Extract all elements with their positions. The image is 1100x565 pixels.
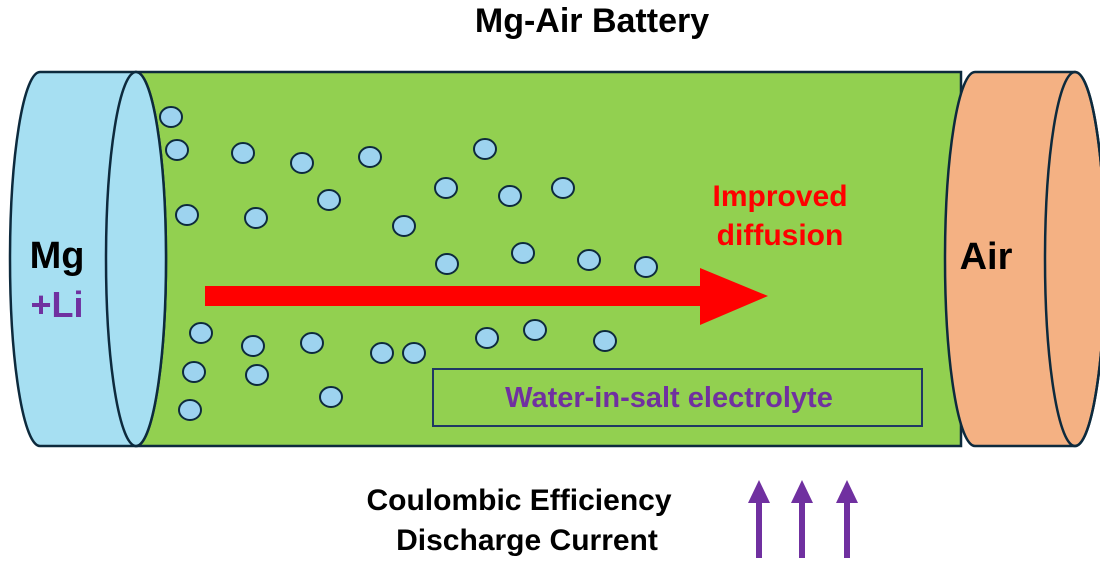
diffusion-arrow [205, 268, 768, 325]
ion-particle [392, 215, 416, 237]
ion-particle [300, 332, 324, 354]
anode-disc [8, 70, 168, 448]
ion-particle [317, 189, 341, 211]
metric-coulombic-efficiency: Coulombic Efficiency [366, 484, 671, 517]
ion-particle [370, 342, 394, 364]
ion-particle [434, 177, 458, 199]
ion-particle [290, 152, 314, 174]
ion-particles [159, 106, 658, 421]
ion-particle [319, 386, 343, 408]
diagram-title: Mg-Air Battery [475, 2, 709, 40]
cathode-face [1043, 70, 1100, 448]
cathode-label: Air [960, 236, 1013, 278]
diffusion-label-line1: Improved [712, 180, 847, 213]
up-arrow-icon [791, 480, 813, 558]
ion-particle [182, 361, 206, 383]
electrolyte-label-box [432, 368, 923, 427]
ion-particle [245, 364, 269, 386]
anode-additive-label: +Li [30, 284, 83, 325]
ion-particle [523, 319, 547, 341]
increase-arrows [748, 480, 858, 558]
ion-particle [189, 322, 213, 344]
ion-particle [241, 335, 265, 357]
ion-particle [475, 327, 499, 349]
ion-particle [178, 399, 202, 421]
ion-particle [577, 249, 601, 271]
ion-particle [473, 138, 497, 160]
ion-particle [498, 185, 522, 207]
electrolyte-body [134, 70, 963, 448]
ion-particle [358, 146, 382, 168]
ion-particle [511, 242, 535, 264]
cathode-disc [943, 70, 1100, 448]
ion-particle [231, 142, 255, 164]
ion-particle [593, 330, 617, 352]
ion-particle [165, 139, 189, 161]
metric-discharge-current: Discharge Current [396, 524, 658, 557]
electrolyte-label: Water-in-salt electrolyte [505, 382, 833, 414]
anode-face [104, 70, 168, 448]
up-arrow-icon [836, 480, 858, 558]
diffusion-label-line2: diffusion [717, 219, 844, 252]
ion-particle [402, 342, 426, 364]
ion-particle [435, 253, 459, 275]
ion-particle [159, 106, 183, 128]
diffusion-arrow-head [700, 268, 768, 325]
anode-label: Mg [30, 235, 85, 277]
up-arrow-icon [748, 480, 770, 558]
ion-particle [244, 207, 268, 229]
ion-particle [175, 204, 199, 226]
ion-particle [551, 177, 575, 199]
diffusion-arrow-shaft [205, 286, 705, 306]
ion-particle [634, 256, 658, 278]
